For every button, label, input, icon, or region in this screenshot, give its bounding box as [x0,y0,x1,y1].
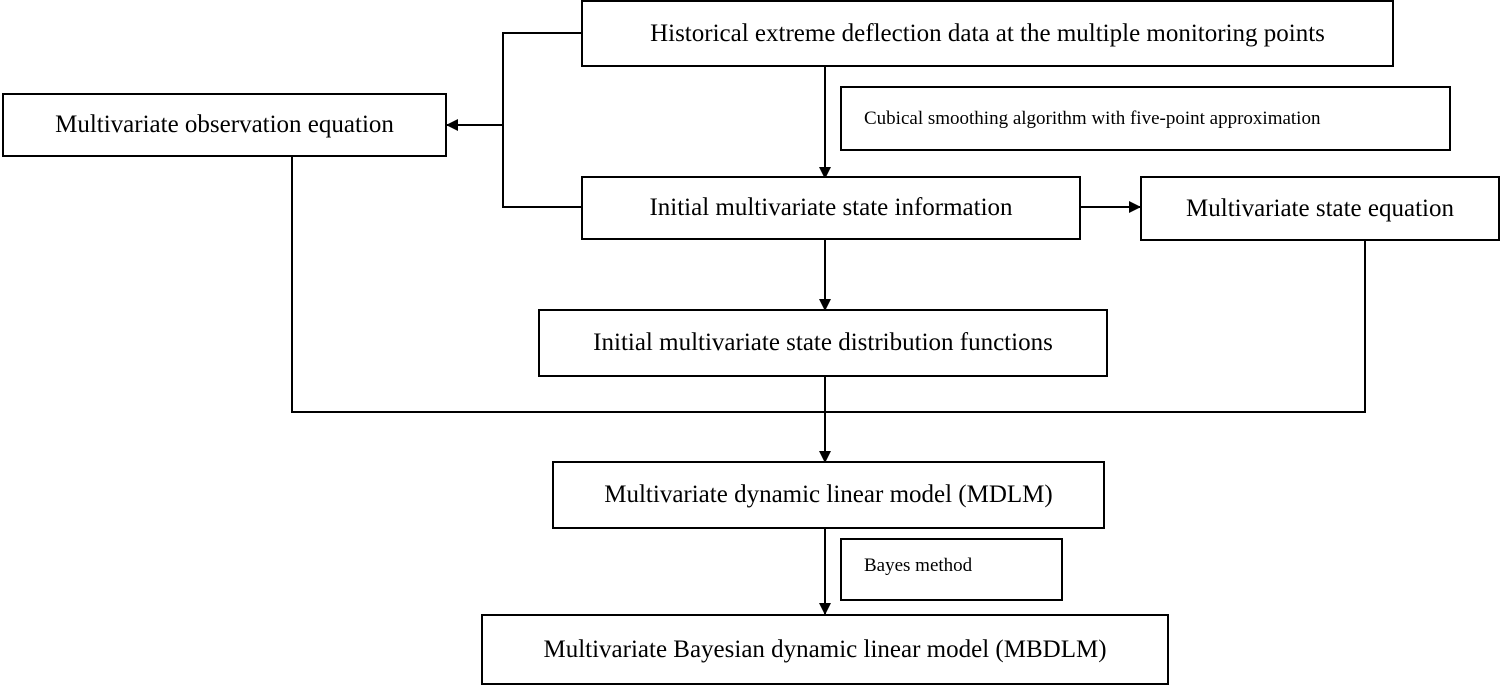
historical-data-box: Historical extreme deflection data at th… [581,0,1394,67]
smoothing-algorithm-box: Cubical smoothing algorithm with five-po… [840,86,1451,151]
mdlm-label: Multivariate dynamic linear model (MDLM) [604,481,1053,508]
mbdlm-box: Multivariate Bayesian dynamic linear mod… [481,614,1169,685]
state-equation-label: Multivariate state equation [1186,194,1454,222]
smoothing-algorithm-label: Cubical smoothing algorithm with five-po… [864,107,1321,129]
bayes-method-box: Bayes method [840,538,1063,601]
initial-state-info-box: Initial multivariate state information [581,176,1081,240]
bracket-historical-state-info [502,32,581,208]
observation-equation-label: Multivariate observation equation [55,111,394,138]
bayes-method-label: Bayes method [864,555,973,576]
initial-distribution-label: Initial multivariate state distribution … [593,329,1053,356]
state-equation-box: Multivariate state equation [1140,176,1500,241]
line-observation-equation-merge [291,156,1366,413]
historical-data-label: Historical extreme deflection data at th… [650,19,1325,47]
mbdlm-label: Multivariate Bayesian dynamic linear mod… [543,635,1107,663]
mdlm-box: Multivariate dynamic linear model (MDLM) [552,461,1105,529]
initial-distribution-box: Initial multivariate state distribution … [538,309,1108,377]
observation-equation-box: Multivariate observation equation [2,93,447,157]
initial-state-info-label: Initial multivariate state information [649,194,1013,221]
